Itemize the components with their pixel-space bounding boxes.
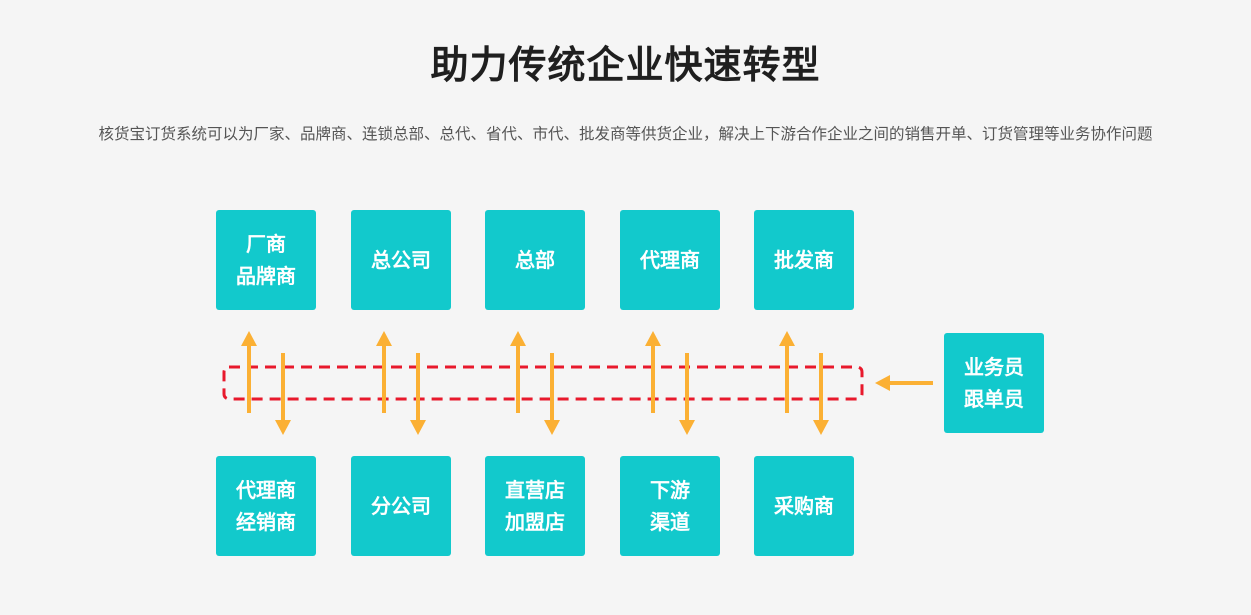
up-arrow-head	[510, 331, 526, 346]
up-arrow-head	[241, 331, 257, 346]
down-arrow-head	[275, 420, 291, 435]
page-title: 助力传统企业快速转型	[430, 43, 821, 87]
down-arrow-head	[679, 420, 695, 435]
upstream-box-line: 总部	[515, 248, 555, 272]
upstream-box: 总部	[485, 210, 585, 310]
downstream-box-line: 采购商	[774, 494, 834, 518]
upstream-box: 批发商	[754, 210, 854, 310]
upstream-box: 代理商	[620, 210, 720, 310]
downstream-box: 代理商经销商	[216, 456, 316, 556]
salesperson-box-line: 业务员	[964, 355, 1024, 379]
salesperson-box-line: 跟单员	[964, 387, 1024, 411]
left-arrow-head	[875, 375, 890, 391]
upstream-box: 总公司	[351, 210, 451, 310]
downstream-box-line: 渠道	[650, 510, 690, 534]
downstream-box-line: 加盟店	[505, 510, 565, 534]
page-subtitle: 核货宝订货系统可以为厂家、品牌商、连锁总部、总代、省代、市代、批发商等供货企业，…	[98, 125, 1153, 143]
downstream-box-line: 分公司	[371, 494, 431, 518]
downstream-box: 下游渠道	[620, 456, 720, 556]
down-arrow-head	[410, 420, 426, 435]
downstream-box-line: 代理商	[236, 478, 296, 502]
upstream-box: 厂商品牌商	[216, 210, 316, 310]
upstream-box-line: 代理商	[640, 248, 700, 272]
downstream-box: 采购商	[754, 456, 854, 556]
downstream-box-line: 经销商	[236, 510, 296, 534]
up-arrow-head	[645, 331, 661, 346]
upstream-box-line: 批发商	[774, 248, 834, 272]
dashed-collaboration-zone	[222, 365, 864, 401]
down-arrow-head	[544, 420, 560, 435]
upstream-box-line: 品牌商	[236, 264, 296, 288]
down-arrow-head	[813, 420, 829, 435]
upstream-box-line: 总公司	[371, 248, 431, 272]
up-arrow-head	[376, 331, 392, 346]
downstream-box-line: 下游	[650, 478, 690, 502]
downstream-box: 直营店加盟店	[485, 456, 585, 556]
salesperson-box: 业务员跟单员	[944, 333, 1044, 433]
downstream-box-line: 直营店	[505, 478, 565, 502]
upstream-box-line: 厂商	[246, 232, 286, 256]
up-arrow-head	[779, 331, 795, 346]
downstream-box: 分公司	[351, 456, 451, 556]
